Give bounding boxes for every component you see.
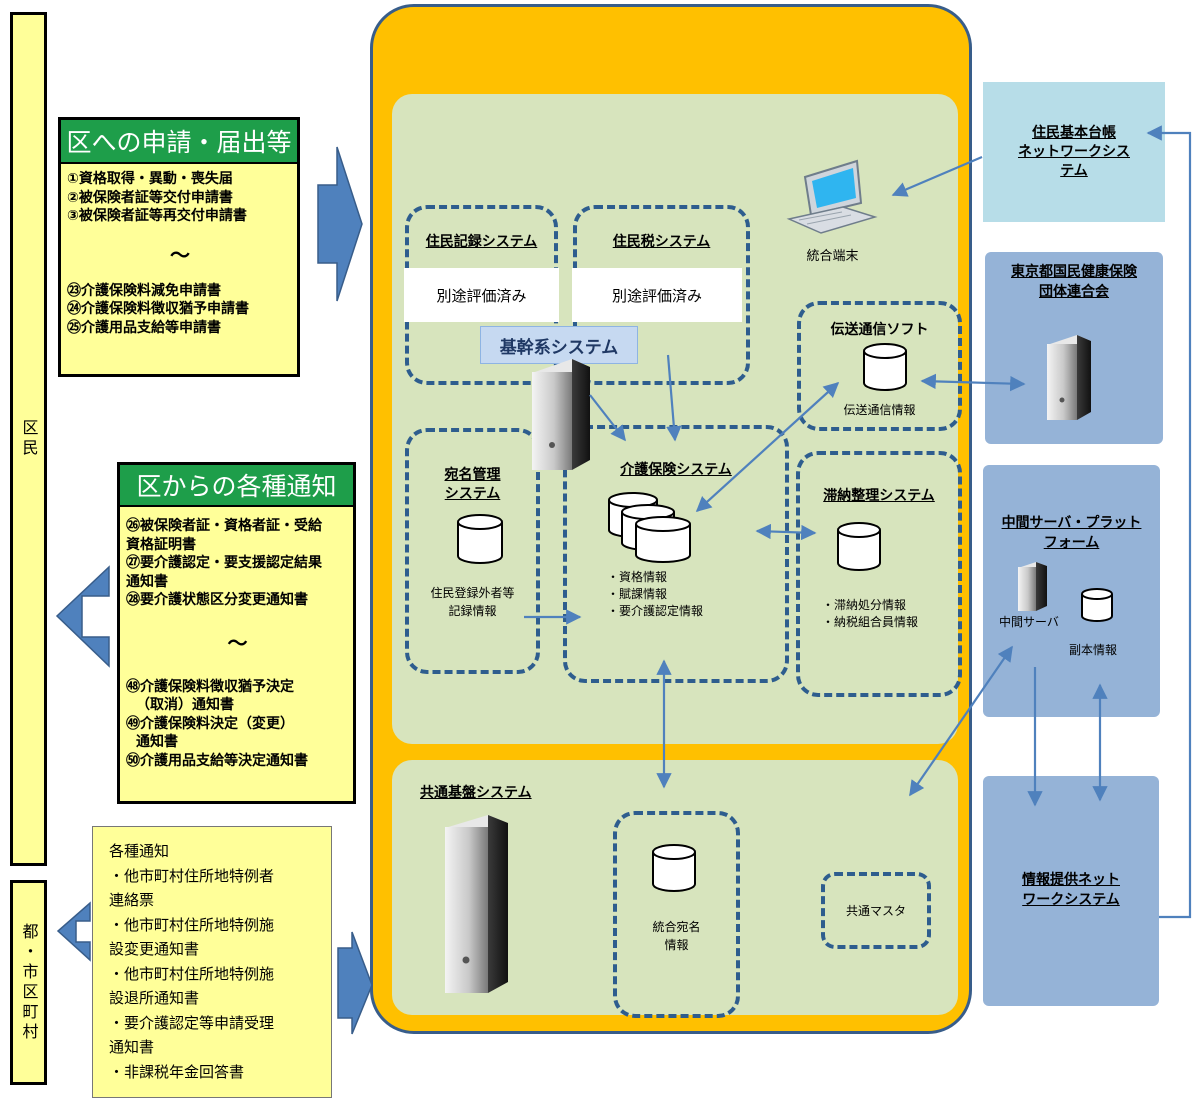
juminzei-to-kaigo-arrow: [666, 354, 682, 442]
common-atena-info: 統合宛名 情報: [652, 920, 701, 952]
tainou-system-box: 滞納整理システム ・滞納処分情報 ・納税組合員情報: [796, 451, 962, 697]
application-list: ①資格取得・異動・喪失届 ②被保険者証等交付申請書 ③被保険者証等再交付申請書 …: [61, 164, 297, 337]
notice-item: ㉖被保険者証・資格者証・受給: [126, 518, 322, 534]
municipal-line: 各種通知: [109, 842, 170, 860]
application-box: 区への申請・届出等 ①資格取得・異動・喪失届 ②被保険者証等交付申請書 ③被保険…: [58, 117, 300, 377]
application-item: ③被保険者証等再交付申請書: [67, 208, 247, 224]
application-item: ㉓介護保険料減免申請書: [67, 282, 221, 299]
application-item: ㉔介護保険料徴収猶予申請書: [67, 301, 249, 317]
atena-system-box: 宛名管理 システム 住民登録外者等 記録情報: [405, 428, 540, 674]
densou-database-icon: [863, 343, 907, 391]
notice-item: ㉘要介護状態区分変更通知書: [126, 592, 308, 608]
kikan-system-label: 基幹系システム: [480, 326, 638, 364]
application-title: 区への申請・届出等: [61, 120, 297, 164]
kumin-label: 区民: [19, 419, 39, 459]
kumin-box: 区民: [10, 12, 47, 866]
common-atena-box: 統合宛名 情報: [613, 811, 740, 1018]
notice-title: 区からの各種通知: [120, 465, 353, 507]
joho-to-juki-net-connector: [1146, 125, 1192, 919]
fukuhon-label: 副本情報: [1069, 643, 1118, 657]
tainou-title: 滞納整理システム: [823, 488, 935, 504]
municipal-notice-box: 各種通知 ・他市町村住所地特例者 連絡票 ・他市町村住所地特例施 設変更通知書 …: [92, 826, 332, 1098]
municipal-in-arrow: [337, 931, 373, 1035]
tainou-info-line: ・滞納処分情報: [822, 598, 907, 612]
chukan-title: 中間サーバ・プラット フォーム: [1001, 515, 1142, 551]
common-atena-database-icon: [652, 844, 696, 892]
common-master-box: 共通マスタ: [821, 872, 931, 949]
municipal-line: ・要介護認定等申請受理: [109, 1013, 275, 1032]
common-platform-server-icon: [445, 815, 508, 993]
atena-database-icon: [457, 514, 503, 564]
municipal-line: 通知書: [109, 1038, 155, 1056]
juuki-system-title: 住民記録システム: [425, 234, 538, 250]
notice-item: 通知書: [136, 734, 178, 750]
municipal-out-arrow: [56, 901, 91, 962]
notice-item: ㉗要介護認定・要支援認定結果: [126, 555, 322, 571]
common-master-label: 共通マスタ: [845, 904, 906, 918]
application-item: ㉕介護用品支給等申請書: [67, 319, 221, 336]
juuki-status: 別途評価済み: [404, 268, 559, 322]
kaigo-info-line: ・資格情報: [607, 570, 668, 584]
juki-net-to-terminal-arrow: [891, 155, 983, 197]
atena-title: 宛名管理 システム: [444, 467, 501, 502]
notice-box: 区からの各種通知 ㉖被保険者証・資格者証・受給 資格証明書 ㉗要介護認定・要支援…: [117, 462, 356, 804]
notice-item: 資格証明書: [126, 536, 196, 553]
notice-item: ㊽介護保険料徴収猶予決定: [126, 678, 294, 695]
densou-title: 伝送通信ソフト: [830, 322, 929, 338]
notice-item: （取消）通知書: [136, 697, 234, 713]
terminal-unit: 統合端末: [785, 157, 880, 269]
chukan-server-label: 中間サーバ: [999, 615, 1059, 629]
joho-teikyo-box: 情報提供ネット ワークシステム: [983, 776, 1159, 1006]
kaigo-info-line: ・賦課情報: [607, 587, 668, 601]
juminzei-system-title: 住民税システム: [612, 234, 711, 250]
municipal-line: 設退所通知書: [109, 989, 200, 1007]
tomachi-label: 都・市区町村: [19, 922, 39, 1043]
application-item: ①資格取得・異動・喪失届: [67, 171, 233, 187]
tainou-info-line: ・納税組合員情報: [822, 615, 919, 629]
municipal-line: 設変更通知書: [109, 940, 200, 958]
tilde: ～: [170, 242, 190, 267]
juki-net-title: 住民基本台帳 ネットワークシス テム: [1018, 125, 1130, 179]
tainou-info: ・滞納処分情報 ・納税組合員情報: [822, 597, 918, 631]
tokyo-server-icon: [1047, 335, 1091, 420]
chukan-server-icon: [1018, 562, 1047, 611]
juki-net-box: 住民基本台帳 ネットワークシス テム: [983, 82, 1165, 222]
notice-item: ㊾介護保険料決定（変更）: [126, 715, 294, 732]
kaigo-densou-arrow: [695, 381, 840, 513]
municipal-line: ・非課税年金回答書: [109, 1062, 245, 1081]
application-flow-arrow: [317, 146, 363, 302]
notice-flow-arrow: [55, 565, 110, 668]
kaigo-tainou-arrow: [755, 523, 817, 541]
kaigo-database-icon: [608, 492, 691, 563]
notice-item: 通知書: [126, 573, 168, 590]
densou-tokyo-arrow: [920, 373, 1026, 392]
kikan-server-icon: [532, 359, 590, 470]
application-item: ②被保険者証等交付申請書: [67, 189, 233, 206]
notice-item: ㊿介護用品支給等決定通知書: [126, 752, 308, 769]
tomachi-box: 都・市区町村: [10, 880, 47, 1085]
notice-list: ㉖被保険者証・資格者証・受給 資格証明書 ㉗要介護認定・要支援認定結果 通知書 …: [120, 507, 353, 770]
joho-teikyo-title: 情報提供ネット ワークシステム: [1022, 872, 1120, 908]
fukuhon-database-icon: [1081, 588, 1113, 622]
tilde: ～: [227, 630, 248, 655]
computer-icon: [786, 159, 878, 234]
kaigo-info: ・資格情報 ・賦課情報 ・要介護認定情報: [607, 569, 703, 620]
common-platform-title: 共通基盤システム: [420, 785, 532, 801]
core-system-panel: [392, 94, 958, 744]
municipal-line: ・他市町村住所地特例施: [109, 964, 275, 983]
municipal-line: ・他市町村住所地特例施: [109, 915, 275, 934]
densou-software-box: 伝送通信ソフト 伝送通信情報: [797, 301, 962, 431]
tainou-database-icon: [837, 522, 881, 571]
municipal-line: ・他市町村住所地特例者: [109, 866, 275, 885]
tokyo-kokuho-title: 東京都国民健康保険 団体連合会: [1011, 264, 1137, 300]
kaigo-info-line: ・要介護認定情報: [607, 604, 704, 618]
common-chukan-arrow: [909, 645, 1013, 797]
densou-info: 伝送通信情報: [843, 403, 916, 417]
juminzei-status: 別途評価済み: [572, 268, 742, 322]
terminal-label: 統合端末: [806, 249, 859, 264]
atena-info: 住民登録外者等 記録情報: [430, 586, 515, 618]
municipal-line: 連絡票: [109, 891, 155, 909]
juuki-to-kaigo-arrow: [589, 394, 626, 442]
